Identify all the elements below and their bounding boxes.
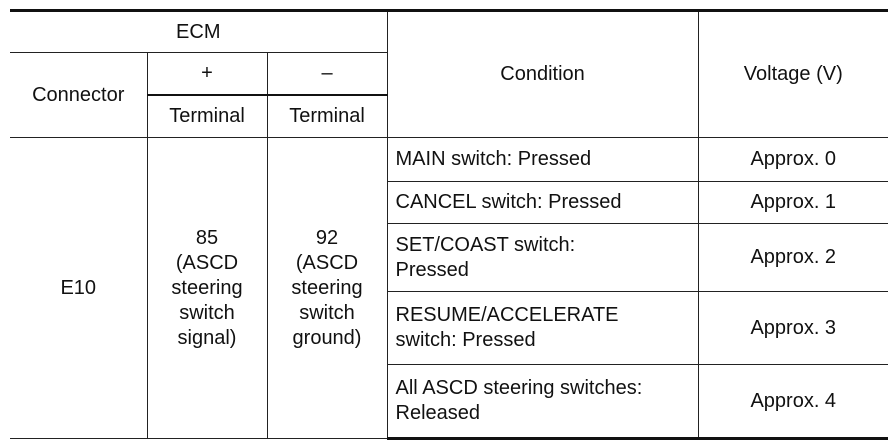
voltage-cell: Approx. 3 bbox=[697, 291, 889, 365]
table-row: All ASCD steering switches: Released App… bbox=[10, 364, 889, 440]
plus-header: + bbox=[146, 52, 268, 96]
voltage-cell: Approx. 4 bbox=[697, 364, 889, 440]
header-row-1: ECM Condition Voltage (V) bbox=[10, 9, 889, 138]
table-row: SET/COAST switch: Pressed Approx. 2 bbox=[10, 223, 889, 292]
connector-header: Connector bbox=[10, 52, 148, 138]
voltage-cell: Approx. 2 bbox=[697, 223, 889, 292]
ecm-terminal-table: ECM Condition Voltage (V) Connector + – … bbox=[10, 9, 889, 440]
plus-terminal-cell: 85 (ASCD steering switch signal) bbox=[146, 137, 268, 439]
condition-cell: RESUME/ACCELERATE switch: Pressed bbox=[386, 291, 699, 365]
header-row-2: Connector + – bbox=[10, 52, 888, 138]
minus-terminal-cell: 92 (ASCD steering switch ground) bbox=[266, 137, 388, 439]
plus-terminal-header: Terminal bbox=[146, 94, 268, 138]
condition-cell: All ASCD steering switches: Released bbox=[386, 364, 699, 440]
condition-cell: SET/COAST switch: Pressed bbox=[386, 223, 699, 292]
condition-header: Condition bbox=[386, 9, 699, 138]
minus-terminal-header: Terminal bbox=[266, 94, 388, 138]
connector-cell: E10 bbox=[10, 137, 148, 439]
voltage-cell: Approx. 1 bbox=[697, 181, 889, 224]
condition-cell: CANCEL switch: Pressed bbox=[386, 181, 699, 224]
minus-header: – bbox=[266, 52, 388, 96]
ecm-header: ECM bbox=[10, 9, 388, 53]
voltage-header: Voltage (V) bbox=[697, 9, 889, 138]
condition-cell: MAIN switch: Pressed bbox=[386, 137, 699, 182]
table-row: RESUME/ACCELERATE switch: Pressed Approx… bbox=[10, 291, 889, 365]
table-row: E10 85 (ASCD steering switch signal) 92 … bbox=[10, 137, 889, 439]
voltage-cell: Approx. 0 bbox=[697, 137, 889, 182]
table-row: CANCEL switch: Pressed Approx. 1 bbox=[10, 181, 889, 224]
